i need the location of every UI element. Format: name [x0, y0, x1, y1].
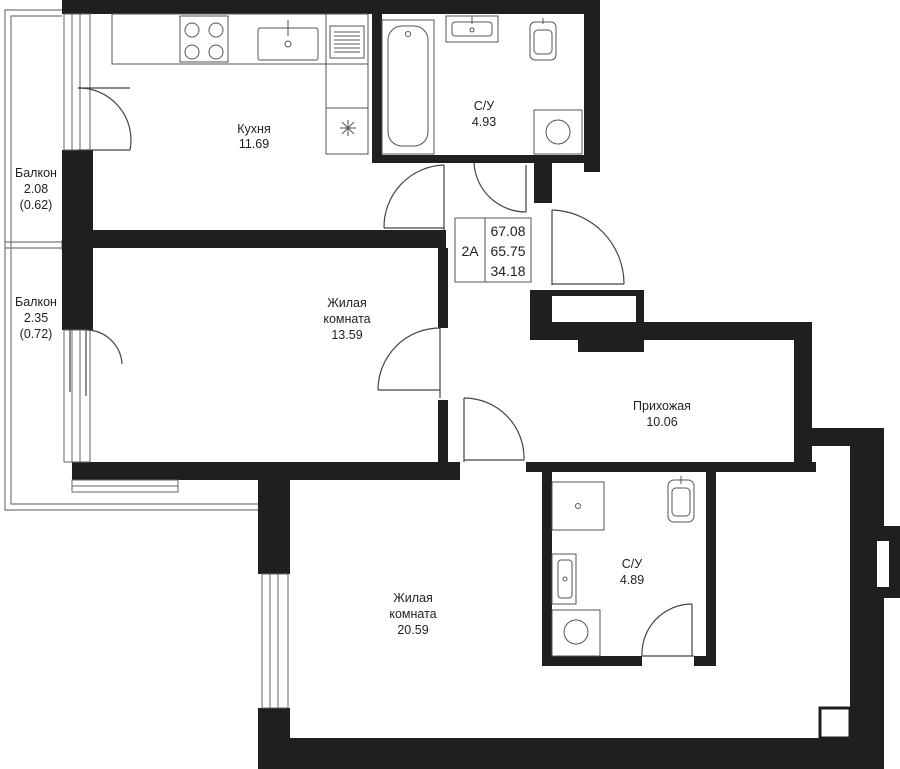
total-area: 67.08 — [490, 223, 525, 239]
burner-icon — [208, 22, 224, 38]
vent-icon — [340, 120, 356, 136]
room-bathroom-bottom: С/У 4.89 — [620, 557, 644, 587]
burner-icon — [184, 44, 200, 60]
room-name: Кухня — [237, 122, 270, 136]
balcony-outline — [4, 9, 258, 511]
room-name: С/У — [474, 99, 495, 113]
room-balcony-1: Балкон 2.08 (0.62) — [15, 166, 57, 212]
room-area: 2.35 — [24, 311, 48, 325]
washing-machine-icon — [533, 109, 583, 155]
column-inset — [818, 539, 891, 740]
kitchen-fixtures — [111, 13, 369, 155]
room-area: 13.59 — [331, 328, 362, 342]
room-area: 4.93 — [472, 115, 496, 129]
room-bathroom-top: С/У 4.93 — [472, 99, 496, 129]
room-name: комната — [389, 607, 436, 621]
room-living-1: Жилая комната 13.59 — [323, 296, 370, 342]
apartment-type: 2А — [461, 243, 479, 259]
bathtub-icon — [381, 19, 435, 155]
room-name: Балкон — [15, 295, 57, 309]
area-without-balconies: 65.75 — [490, 243, 525, 259]
burner-icon — [208, 44, 224, 60]
room-name: С/У — [622, 557, 643, 571]
room-name: Прихожая — [633, 399, 691, 413]
shower-icon — [551, 481, 605, 531]
room-balcony-2: Балкон 2.35 (0.72) — [15, 295, 57, 341]
windows — [63, 13, 289, 709]
washing-machine-icon — [551, 609, 601, 657]
room-area: 20.59 — [397, 623, 428, 637]
room-area-reduced: (0.62) — [20, 198, 53, 212]
room-area-reduced: (0.72) — [20, 327, 53, 341]
room-area: 4.89 — [620, 573, 644, 587]
sink-icon — [551, 553, 577, 605]
room-hallway: Прихожая 10.06 — [633, 399, 691, 429]
apartment-summary: 2А 67.08 65.75 34.18 — [454, 217, 532, 283]
bathroom-top-fixtures — [381, 15, 583, 155]
room-name: Жилая — [327, 296, 367, 310]
room-name: Балкон — [15, 166, 57, 180]
room-area: 11.69 — [239, 137, 269, 151]
walls — [62, 0, 900, 769]
bathroom-bottom-fixtures — [551, 476, 695, 657]
toilet-icon — [667, 476, 695, 523]
room-kitchen: Кухня 11.69 — [237, 122, 270, 151]
room-area: 2.08 — [24, 182, 48, 196]
room-area: 10.06 — [646, 415, 677, 429]
burner-icon — [184, 22, 200, 38]
room-name: комната — [323, 312, 370, 326]
doors — [69, 87, 694, 657]
toilet-icon — [529, 18, 557, 61]
living-area: 34.18 — [490, 263, 525, 279]
room-living-2: Жилая комната 20.59 — [389, 591, 436, 637]
faucet-icon — [284, 40, 292, 48]
room-name: Жилая — [393, 591, 433, 605]
